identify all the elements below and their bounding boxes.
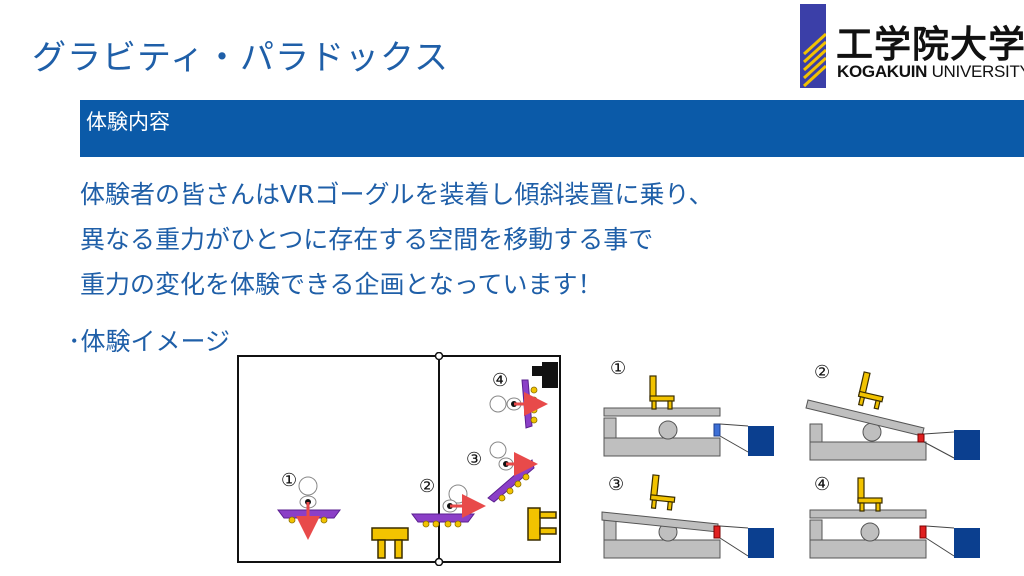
divider-node-bottom [434,557,444,566]
logo-english-name: KOGAKUIN UNIVERSITY [837,62,1024,82]
marker-label: ② [419,476,435,497]
sensor-icon [713,525,721,539]
sensor-icon [917,433,925,443]
controller-box-icon [748,426,774,456]
logo-english-rest: UNIVERSITY [927,62,1024,81]
player-position-3: ③ [466,441,538,503]
description-line: 重力の変化を体験できる企画となっています！ [80,270,603,299]
step-diagrams: ① ② ③ [601,358,980,559]
player-position-1: ① [277,470,341,540]
room-outline [237,355,561,563]
player-position-4: ④ [489,370,548,429]
platform-icon [411,513,475,523]
controller-box-icon [954,430,980,460]
step-label: ③ [608,474,624,495]
marker-label: ① [281,470,297,491]
marker-label: ④ [492,370,508,391]
page-title: グラビティ・パラドックス [32,38,449,78]
controller-box-icon [954,528,980,558]
marker-label: ③ [466,449,482,470]
sensor-icon [919,525,927,539]
image-section-label: ･体験イメージ [68,327,231,356]
step-label: ② [814,362,830,383]
chair-icon [857,477,883,512]
step-label: ④ [814,474,830,495]
logo-japanese-name: 工学院大学 [836,23,1024,66]
logo-mark-icon [800,4,826,88]
step-1-diagram: ① [603,358,774,457]
divider-node-top [434,352,444,361]
section-label: 体験内容 [86,110,170,134]
description: 体験者の皆さんはVRゴーグルを装着し傾斜装置に乗り、 異なる重力がひとつに存在す… [80,172,713,307]
university-logo: 工学院大学 KOGAKUIN UNIVERSITY [800,4,1024,88]
step-label: ① [610,358,626,379]
chair-icon [649,474,676,511]
table-icon [371,527,409,559]
section-header: 体験内容 [80,100,1024,157]
sensor-icon [713,423,721,437]
controller-box-icon [748,528,774,558]
chair-icon [649,375,675,410]
player-head-icon [298,476,318,496]
description-line: 体験者の皆さんはVRゴーグルを装着し傾斜装置に乗り、 [80,180,714,209]
description-line: 異なる重力がひとつに存在する空間を移動する事で [80,225,654,254]
logo-english-bold: KOGAKUIN [837,62,928,81]
player-head-icon [489,395,507,413]
chair-icon [857,371,884,410]
player-head-icon [489,441,507,459]
ceiling-fixture-icon [532,362,558,388]
wall-table-icon [527,507,557,541]
step-4-diagram: ④ [809,474,980,559]
step-3-diagram: ③ [601,474,774,559]
player-position-2: ② [411,476,486,528]
step-2-diagram: ② [805,362,980,461]
room-diagram: ① ② ③ ④ [237,352,561,566]
